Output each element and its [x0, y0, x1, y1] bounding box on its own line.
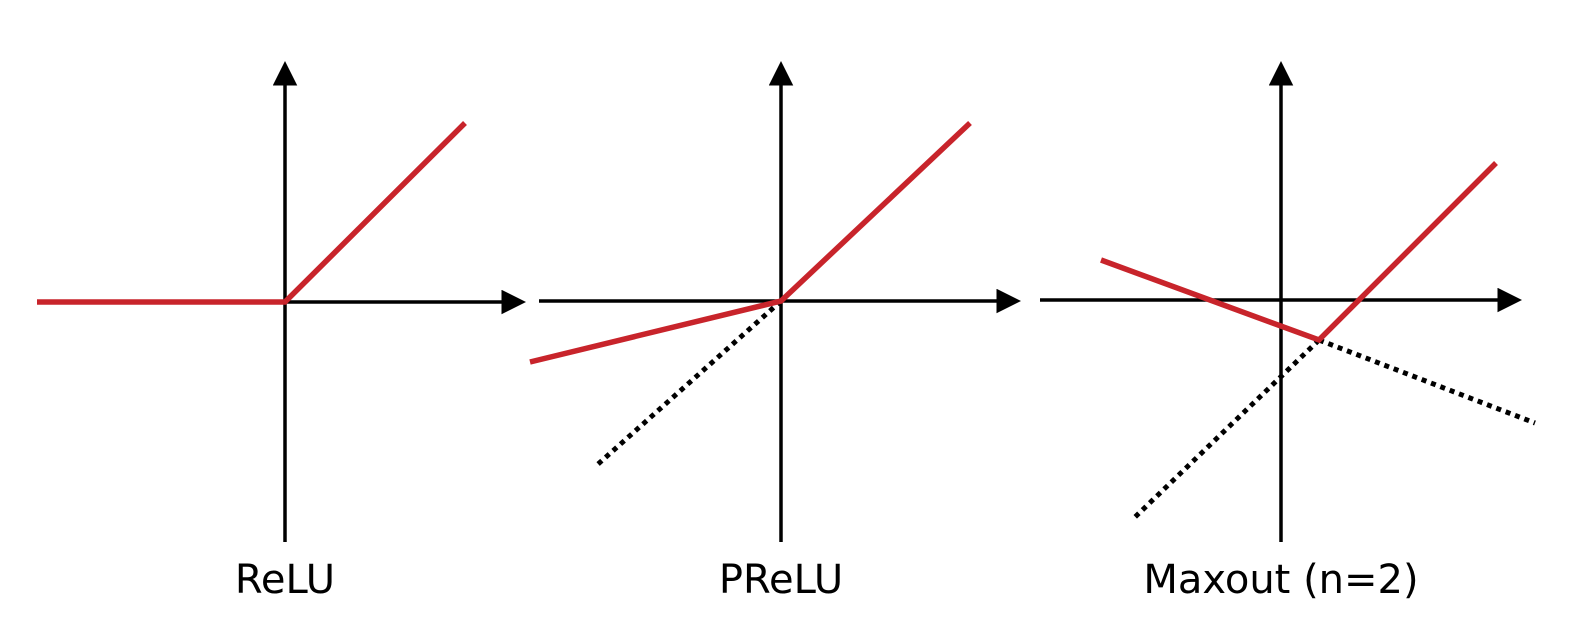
- relu-label: ReLU: [235, 557, 335, 603]
- maxout-dotted-rising-line: [1131, 338, 1321, 521]
- relu-panel: ReLU: [37, 61, 526, 603]
- maxout-panel: Maxout (n=2): [1040, 61, 1536, 603]
- prelu-label: PReLU: [719, 557, 843, 603]
- maxout-dotted-falling-line: [1318, 337, 1536, 426]
- prelu-dotted-extension: [595, 299, 783, 467]
- prelu-panel: PReLU: [529, 61, 1021, 603]
- maxout-curve: [1100, 161, 1498, 344]
- maxout-label: Maxout (n=2): [1143, 557, 1418, 603]
- prelu-curve: [529, 120, 972, 365]
- relu-curve: [37, 121, 467, 305]
